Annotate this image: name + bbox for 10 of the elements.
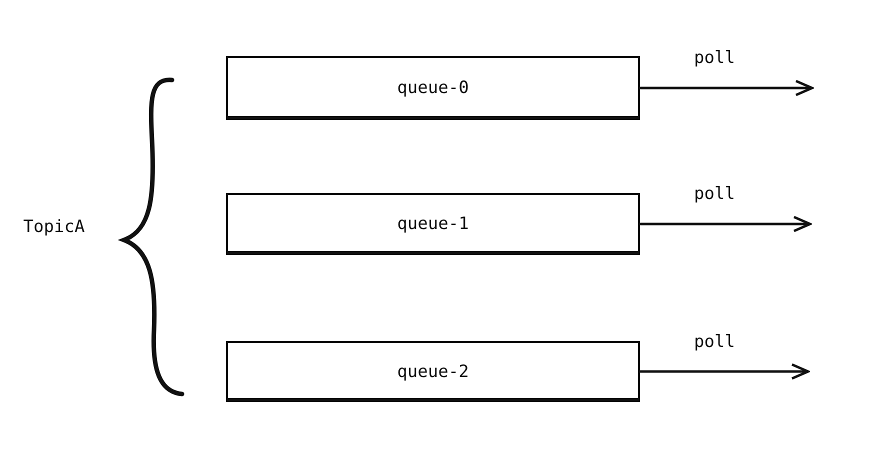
- queue-label: queue-1: [397, 214, 469, 234]
- queue-label: queue-2: [397, 362, 469, 382]
- arrow: [640, 363, 810, 380]
- queue-label: queue-0: [397, 78, 469, 98]
- topic-label: TopicA: [23, 217, 85, 237]
- arrow: [640, 216, 812, 232]
- arrow: [640, 80, 814, 96]
- queue-box: [226, 56, 640, 120]
- queue-box: [226, 193, 640, 255]
- queue-box: [226, 341, 640, 402]
